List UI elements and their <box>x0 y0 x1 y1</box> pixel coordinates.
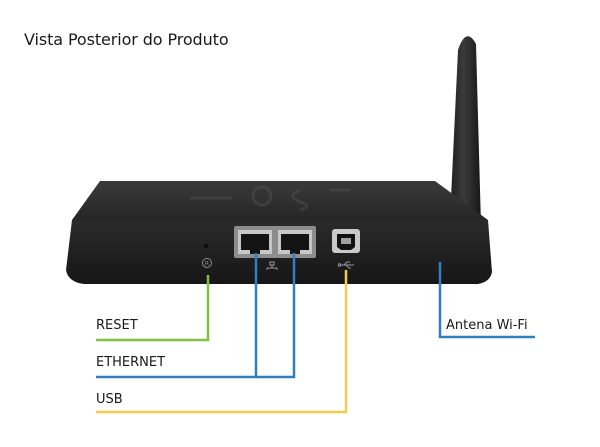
router-top <box>72 181 488 220</box>
usb-icon <box>337 261 354 269</box>
ethernet-label: ETHERNET <box>96 355 166 370</box>
ethernet-ports <box>234 226 316 258</box>
svg-text:R: R <box>205 261 209 268</box>
antenna-label: Antena Wi-Fi <box>446 318 528 333</box>
reset-label: RESET <box>96 318 138 333</box>
usb-callout-line <box>96 270 348 414</box>
page-title: Vista Posterior do Produto <box>24 30 229 49</box>
network-icon <box>266 261 278 270</box>
usb-port <box>332 229 360 253</box>
antenna-callout-line <box>438 262 535 339</box>
reset-callout-line <box>96 275 210 342</box>
usb-label: USB <box>96 392 123 407</box>
brand-logo-embossed <box>190 185 350 212</box>
reset-hole <box>204 244 208 248</box>
ethernet-callout-line-2 <box>256 253 296 379</box>
reset-icon: R <box>202 258 212 268</box>
